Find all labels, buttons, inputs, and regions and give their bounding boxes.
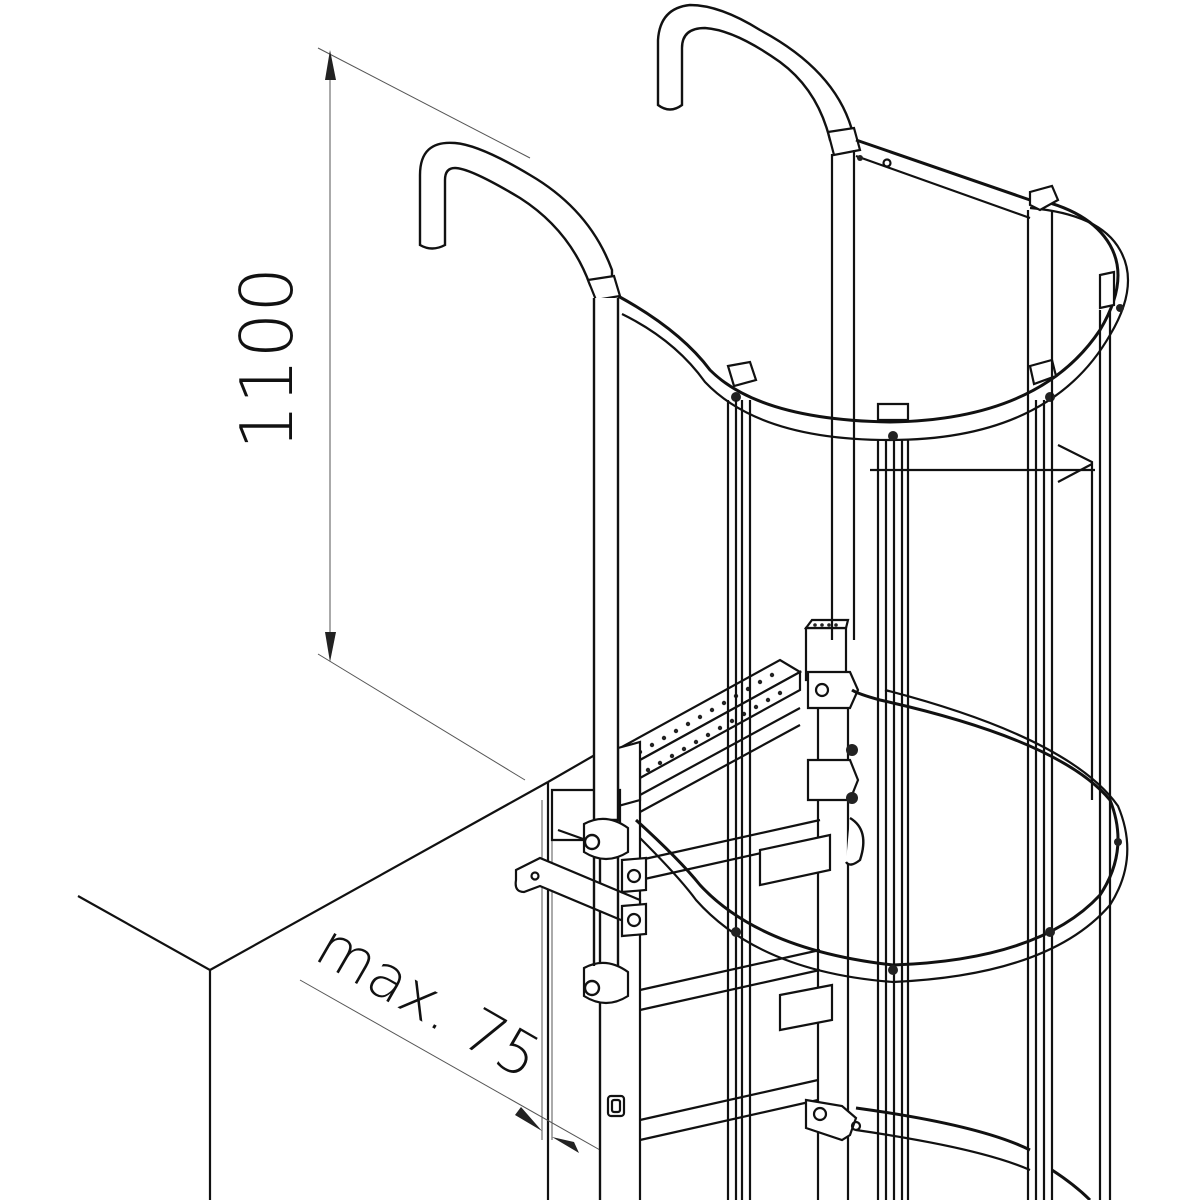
right-handrail bbox=[656, 3, 862, 640]
dimension-max-75: max. 75 bbox=[299, 800, 601, 1153]
cage-bottom-hoop bbox=[804, 1098, 1092, 1200]
cage-lower-hoop bbox=[634, 688, 1129, 984]
cage-upper-hoop bbox=[617, 138, 1130, 442]
dimension-1100: 1100 bbox=[225, 47, 531, 781]
left-handrail bbox=[418, 141, 648, 1005]
platform-grating bbox=[616, 618, 865, 866]
dimension-label-offset: max. 75 bbox=[305, 910, 552, 1093]
dimension-label-height: 1100 bbox=[225, 267, 309, 450]
cage-vertical-bars bbox=[726, 210, 1112, 1200]
